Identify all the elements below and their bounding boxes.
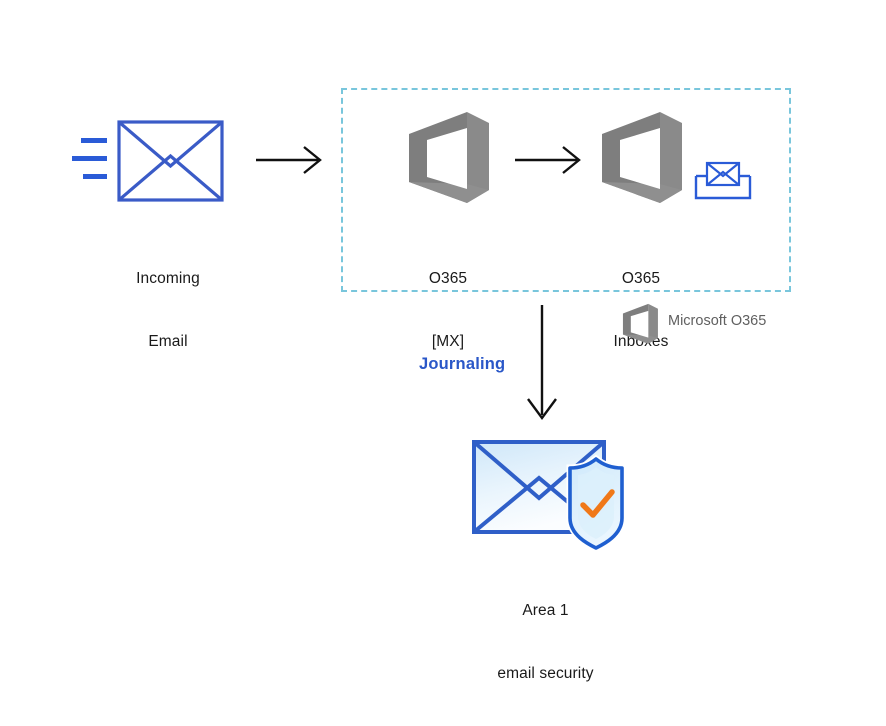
office-logo-page: [620, 128, 660, 189]
envelope-with-speedlines-icon: [72, 120, 224, 202]
node-o365-inboxes: [598, 110, 684, 206]
label-line: O365: [428, 270, 468, 287]
office-logo-page: [630, 310, 649, 338]
office-logo-bottom-fold: [622, 334, 658, 344]
envelope-flap-icon: [117, 120, 224, 169]
office-logo-right-face: [660, 112, 682, 203]
office-365-logo-icon: [622, 303, 658, 344]
arrow-head: [562, 146, 581, 174]
office-365-logo-icon: [602, 112, 682, 203]
envelope-shield-check-icon: [472, 440, 626, 552]
office-logo-bottom-fold: [602, 182, 682, 203]
area1-check-icon: [580, 489, 615, 518]
office-logo-right-face: [648, 303, 658, 344]
label-line: email security: [497, 665, 594, 682]
speedline-middle-icon: [72, 156, 107, 161]
node-o365-mx-label: O365 [MX]: [368, 226, 528, 394]
arrow-down-icon: [527, 305, 557, 421]
badge-envelope-flap-icon: [706, 162, 740, 178]
area1-envelope-flap-icon: [472, 440, 606, 501]
node-o365-mx: [405, 110, 491, 206]
label-line: Email: [148, 333, 188, 350]
edge-incoming-to-mx: [256, 142, 326, 178]
office-365-logo-icon: [409, 112, 489, 203]
inbox-tray-envelope-icon: [694, 161, 752, 200]
diagram-canvas: Incoming Email O365 [MX]: [70, 88, 791, 682]
label-line: Incoming: [136, 270, 200, 287]
arrow-right-icon: [515, 146, 581, 174]
node-incoming-email-label: Incoming Email: [88, 226, 248, 394]
office-logo-page: [427, 128, 467, 189]
office-logo-bottom-fold: [409, 182, 489, 203]
office-logo-right-face: [467, 112, 489, 203]
envelope-fold-icon: [117, 153, 224, 202]
node-area1-label: Area 1 email security: [463, 558, 628, 726]
legend-microsoft-o365: [620, 303, 660, 345]
area1-shield-inner: [578, 467, 614, 539]
edge-mx-to-inboxes: [515, 142, 585, 178]
arrow-right-icon: [256, 146, 322, 174]
speedline-top-icon: [81, 138, 107, 143]
edge-inboxes-to-area1: [518, 305, 566, 425]
label-line: Area 1: [522, 602, 569, 619]
speedline-bottom-icon: [83, 174, 107, 179]
edge-journaling-label: Journaling: [419, 355, 506, 373]
microsoft-o365-boundary-box: [341, 88, 791, 292]
arrow-head: [527, 398, 557, 421]
legend-microsoft-o365-label: Microsoft O365: [668, 313, 767, 329]
arrow-head: [303, 146, 322, 174]
node-inbox-badge: [694, 160, 752, 204]
node-incoming-email: [70, 110, 235, 215]
label-line: O365: [621, 270, 661, 287]
label-line: [MX]: [431, 333, 465, 350]
node-area1-email-security: [470, 432, 630, 552]
badge-envelope-fold-icon: [706, 170, 740, 186]
